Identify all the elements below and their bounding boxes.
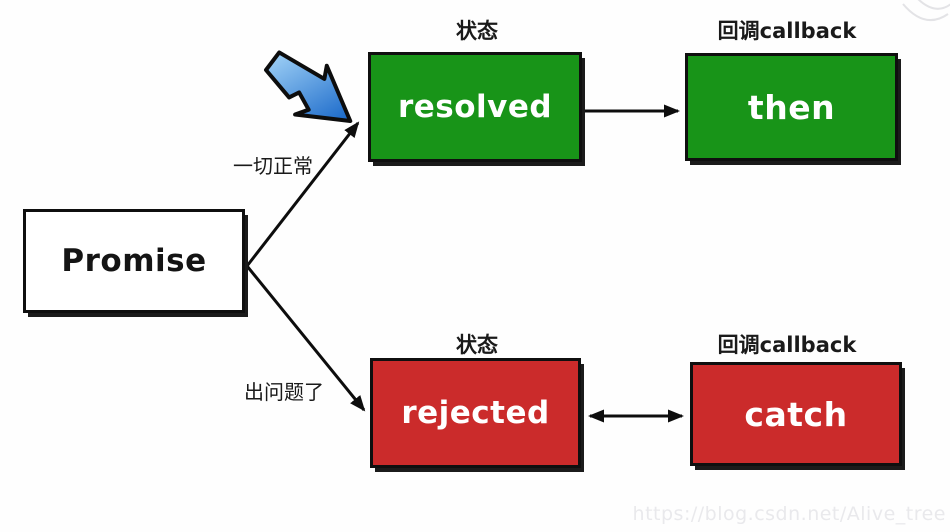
node-resolved: resolved [368,52,582,162]
node-promise: Promise [23,209,245,313]
header-callback-top: 回调callback [717,19,857,43]
arrow-promise-to-resolved [245,121,360,267]
header-state-bottom: 状态 [456,333,498,357]
corner-decoration [902,0,950,22]
node-rejected: rejected [370,358,581,468]
arrow-promise-to-rejected [245,265,366,412]
blue-pointer-arrow-icon [263,50,353,123]
edge-label-failure: 出问题了 [244,380,324,404]
header-state-top: 状态 [456,19,498,43]
watermark-url: https://blog.csdn.net/Alive_tree [632,503,946,525]
node-then: then [685,53,898,161]
node-catch: catch [690,362,902,466]
header-callback-bottom: 回调callback [717,333,857,357]
edge-label-success: 一切正常 [233,154,313,178]
